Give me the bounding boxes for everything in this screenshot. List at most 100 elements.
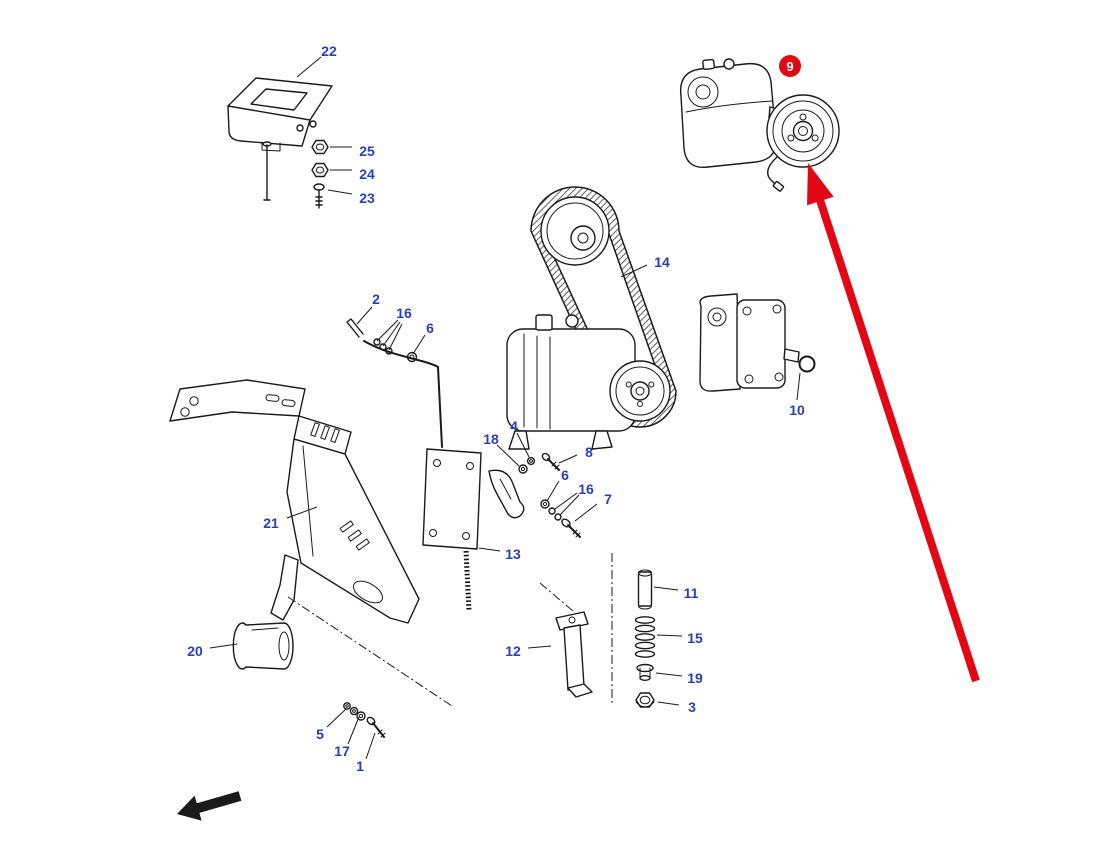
callout-3[interactable]: 3: [688, 699, 696, 715]
pulley-bolt-hole: [648, 381, 655, 388]
callout-12[interactable]: 12: [505, 643, 521, 659]
callout-25[interactable]: 25: [359, 143, 375, 159]
arm-oval-hole: [353, 580, 383, 604]
nut-bore: [315, 166, 325, 174]
front-port-bore: [695, 84, 711, 100]
bracket-top-plate: [169, 379, 306, 422]
callout-9[interactable]: 9: [786, 59, 793, 74]
fork-slot: [499, 478, 512, 500]
pulley-bolt-hole: [637, 401, 643, 407]
mid-fastener-set: [518, 452, 581, 538]
callout-17[interactable]: 17: [334, 743, 350, 759]
callout-4[interactable]: 4: [510, 418, 518, 434]
spring-washers-15: [634, 616, 656, 658]
callout-8[interactable]: 8: [585, 444, 593, 460]
pin-body: [637, 571, 653, 607]
callout-24[interactable]: 24: [359, 166, 375, 182]
callout-5[interactable]: 5: [316, 726, 324, 742]
highlight-arrow: [807, 163, 980, 683]
plate-hole: [462, 532, 470, 540]
callout-15[interactable]: 15: [687, 630, 703, 646]
callout-16-a[interactable]: 16: [396, 305, 412, 321]
bracket-strip: [563, 624, 585, 691]
bracket-hole: [568, 616, 576, 624]
washer-16-lower: [554, 513, 562, 521]
callout-2[interactable]: 2: [372, 291, 380, 307]
callout-13[interactable]: 13: [505, 546, 521, 562]
clutch-bolt-hole: [811, 134, 819, 142]
callout-16-b[interactable]: 16: [578, 481, 594, 497]
part-9-highlight-badge[interactable]: 9: [779, 55, 801, 77]
part-20-clamp: [232, 622, 294, 670]
bracket-foot: [567, 683, 593, 698]
plate-hole: [180, 407, 190, 417]
nut-hex: [311, 162, 329, 178]
washer-5-bore: [345, 704, 349, 708]
front-port: [687, 76, 719, 108]
washer-19: [636, 663, 654, 682]
compressor-pulley-rim: [615, 366, 665, 416]
clutch-coil-wire: [767, 156, 778, 187]
bolt-shaft: [315, 189, 323, 209]
washer-17: [356, 711, 366, 721]
callout-7[interactable]: 7: [604, 491, 612, 507]
bolt-8-threads: [551, 461, 560, 470]
plate-hole: [189, 396, 199, 406]
plate-hole: [429, 529, 437, 537]
part-13-adjuster-plate: [422, 448, 482, 612]
callout-19[interactable]: 19: [687, 670, 703, 686]
washer-4-bore: [529, 459, 533, 463]
callout-6-b[interactable]: 6: [561, 467, 569, 483]
bolt-1-shaft: [372, 722, 385, 738]
spring-washer: [634, 641, 656, 650]
spring-washer: [634, 624, 656, 633]
threaded-rod: [463, 550, 472, 612]
washer: [373, 338, 381, 346]
bolt-1-threads: [377, 729, 386, 738]
washer-16-lower: [548, 507, 556, 515]
callout-6-a[interactable]: 6: [426, 320, 434, 336]
washer-18: [518, 464, 528, 474]
callout-23[interactable]: 23: [359, 190, 375, 206]
rear-shaft: [783, 348, 800, 363]
washer-5b-bore: [352, 709, 356, 713]
washer-6-lower-bore: [542, 501, 548, 507]
rear-port-bore: [712, 312, 722, 322]
nut-hex: [635, 692, 655, 708]
callout-20[interactable]: 20: [187, 643, 203, 659]
fork-bracket: [488, 469, 525, 519]
callout-10[interactable]: 10: [789, 402, 805, 418]
washer-flange: [636, 663, 654, 673]
plate-hole: [433, 459, 441, 467]
callout-14[interactable]: 14: [654, 254, 670, 270]
pin-11: [637, 569, 653, 610]
callout-21[interactable]: 21: [263, 515, 279, 531]
bolt-23: [313, 183, 325, 209]
mounting-feet: [508, 430, 613, 450]
part-21-mounting-bracket: [169, 379, 420, 624]
wire-connector: [772, 180, 785, 192]
washer-6-lower: [540, 499, 550, 509]
cover-front-face: [227, 105, 311, 147]
idler-pulley-rim: [546, 202, 604, 260]
clutch-bolt-hole: [787, 134, 795, 142]
body-contour: [685, 100, 773, 113]
plate-hole: [466, 462, 474, 470]
callout-11[interactable]: 11: [684, 585, 699, 601]
bracket-fold-line: [302, 445, 314, 557]
clamp-opening: [278, 631, 290, 661]
compressor-port: [535, 314, 553, 331]
part-12-bracket: [555, 611, 593, 698]
callout-1[interactable]: 1: [356, 758, 364, 774]
badge-circle[interactable]: [779, 55, 801, 77]
compressor-pulley-bore: [635, 386, 645, 396]
part-10-compressor-rear: [699, 293, 816, 392]
bolt-7-threads: [572, 529, 581, 538]
cover-bolt-hole: [309, 120, 317, 128]
clutch-bolt-hole: [799, 113, 807, 121]
callout-22[interactable]: 22: [321, 43, 337, 59]
plate-body: [422, 448, 482, 550]
bracket-leg: [270, 554, 299, 621]
callout-18[interactable]: 18: [483, 431, 499, 447]
stud-body: [346, 318, 364, 338]
